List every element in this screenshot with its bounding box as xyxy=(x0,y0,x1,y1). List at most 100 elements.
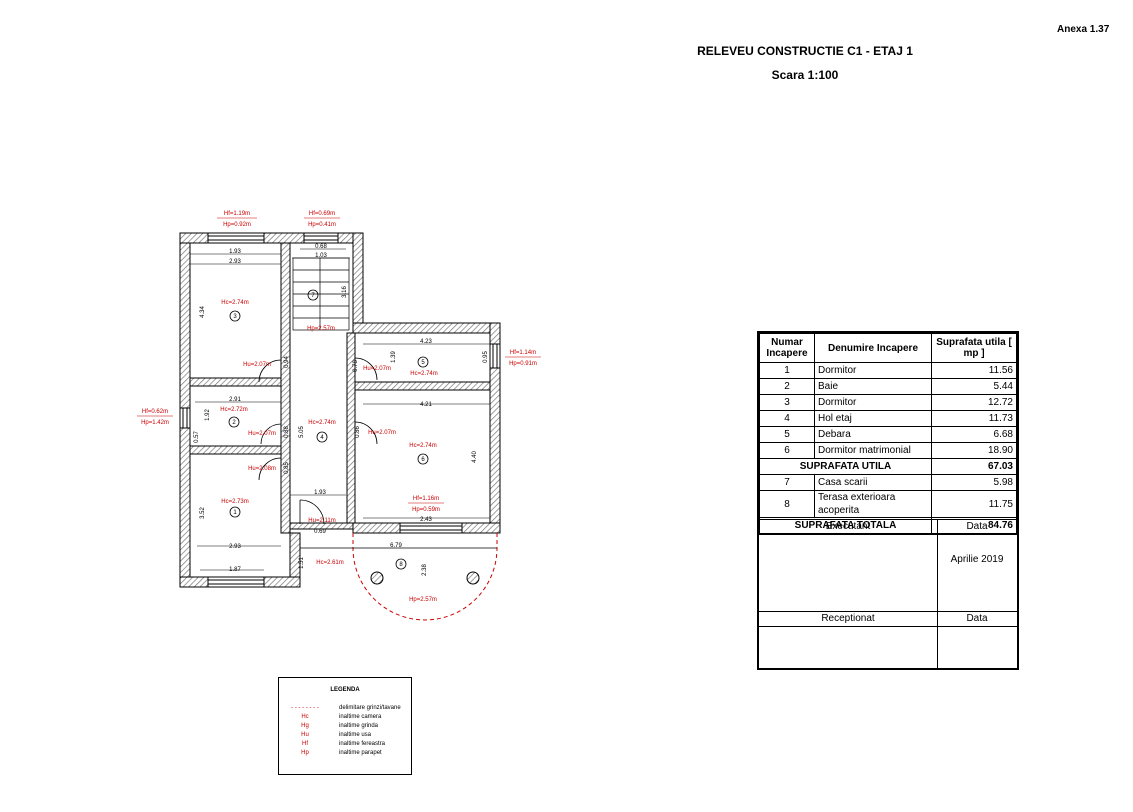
window-label: Hp=0.92m xyxy=(223,222,251,228)
room-label: 1 xyxy=(233,510,237,516)
dimension-label: 0.94 xyxy=(284,356,290,368)
doors xyxy=(258,357,378,525)
height-label: Hc=2.74m xyxy=(410,371,438,377)
util-total-row: SUPRAFATA UTILA 67.03 xyxy=(759,458,1017,475)
window-label: Hf=1.19m xyxy=(224,211,250,217)
header-area: Suprafata utila [ mp ] xyxy=(931,333,1017,363)
drawing-scale: Scara 1:100 xyxy=(771,68,839,82)
height-label: Hc=2.74m xyxy=(221,300,249,306)
dimension-label: 1.93 xyxy=(314,490,326,496)
height-label: Hp=2.57m xyxy=(409,597,437,603)
windows xyxy=(179,232,501,588)
dimension-label: 0.68 xyxy=(315,244,327,250)
dimension-label: 1.87 xyxy=(229,567,241,573)
room-label: 5 xyxy=(421,360,425,366)
dimension-label: 3.16 xyxy=(342,286,348,298)
annex-number: Anexa 1.37 xyxy=(1057,24,1110,35)
receptionat-label: Receptionat xyxy=(821,613,875,624)
dimension-label: 3.52 xyxy=(200,507,206,519)
dimension-label: 1.92 xyxy=(205,409,211,421)
dimension-label: 2.93 xyxy=(229,544,241,550)
dimension-label: 5.05 xyxy=(299,426,305,438)
drawing-title: RELEVEU CONSTRUCTIE C1 - ETAJ 1 xyxy=(697,44,913,58)
dimension-label: 4.40 xyxy=(472,451,478,463)
window-label: Hp=0.41m xyxy=(308,222,336,228)
header-name: Denumire Incapere xyxy=(814,333,932,363)
room-label: 4 xyxy=(320,435,324,441)
window-label: Hp=1.42m xyxy=(141,420,169,426)
height-label: Hc=2.74m xyxy=(308,420,336,426)
dimension-label: 2.93 xyxy=(229,259,241,265)
height-label: Hu=2.07m xyxy=(363,366,391,372)
dimension-label: 1.93 xyxy=(229,249,241,255)
window-label: Hp=0.91m xyxy=(509,361,537,367)
dimension-label: 0.57 xyxy=(194,431,200,443)
date-label: Data xyxy=(966,521,988,532)
header-number: Numar Incapere xyxy=(759,333,815,363)
dimension-label: 0.95 xyxy=(483,351,489,363)
dimension-label: 1.39 xyxy=(391,351,397,363)
receptionat-block: Receptionat Data xyxy=(759,611,1017,669)
height-label: Hc=2.74m xyxy=(409,443,437,449)
terrace xyxy=(300,533,498,621)
window-label: Hp=0.59m xyxy=(412,507,440,513)
room-markers xyxy=(228,289,429,570)
height-label: Hc=2.72m xyxy=(220,407,248,413)
window-label: Hf=1.14m xyxy=(510,350,536,356)
dimension-label: 1.03 xyxy=(315,253,327,259)
height-label: Hu=2.11m xyxy=(308,518,335,524)
legend: LEGENDA - - - - - - - -delimitare grinzi… xyxy=(278,677,412,775)
dimension-label: 2.43 xyxy=(420,517,432,523)
legend-title: LEGENDA xyxy=(330,687,360,693)
dimension-label: 4.34 xyxy=(200,306,206,318)
height-label: Hu=2.07m xyxy=(368,430,396,436)
dimension-label: 0.85 xyxy=(284,462,290,474)
height-label: Hp=2.57m xyxy=(307,326,335,332)
room-label: 7 xyxy=(311,293,315,299)
date-value: Aprilie 2019 xyxy=(950,554,1004,565)
dimension-label: 6.79 xyxy=(390,543,402,549)
dimension-label: 4.21 xyxy=(420,402,432,408)
height-label: Hc=2.73m xyxy=(221,499,249,505)
area-table: Numar Incapere Denumire Incapere Suprafa… xyxy=(757,331,1019,670)
dimension-label: 0.69 xyxy=(314,529,326,535)
room-label: 3 xyxy=(233,314,237,320)
date-label-2: Data xyxy=(966,613,988,624)
executant-label: Executant xyxy=(825,521,871,532)
window-label: Hf=1.16m xyxy=(413,496,439,502)
legend-item: - - - - - - - -delimitare grinzi/tavane xyxy=(291,705,401,711)
executant-block: Executant Data Aprilie 2019 xyxy=(759,519,1017,612)
dimension-label: 2.38 xyxy=(422,564,428,576)
window-label: Hf=0.69m xyxy=(309,211,335,217)
height-label: Hu=2.07m xyxy=(248,431,276,437)
dimension-label: 4.23 xyxy=(420,339,432,345)
room-label: 2 xyxy=(232,420,236,426)
dimension-label: 2.91 xyxy=(229,397,241,403)
dimension-label: 0.78 xyxy=(353,360,359,372)
dimension-label: 0.86 xyxy=(355,426,361,438)
height-label: Hu=2.08m xyxy=(248,466,276,472)
room-label: 8 xyxy=(399,562,403,568)
staircase xyxy=(292,257,350,331)
dimension-label: 1.51 xyxy=(299,557,305,569)
window-label: Hf=0.62m xyxy=(142,409,168,415)
dimension-label: 0.88 xyxy=(284,426,290,438)
room-label: 6 xyxy=(421,457,425,463)
height-label: Hc=2.61m xyxy=(316,560,344,566)
grand-total-row: SUPRAFATA TOTALA 84.76 xyxy=(759,517,1017,534)
height-label: Hu=2.07m xyxy=(243,362,271,368)
